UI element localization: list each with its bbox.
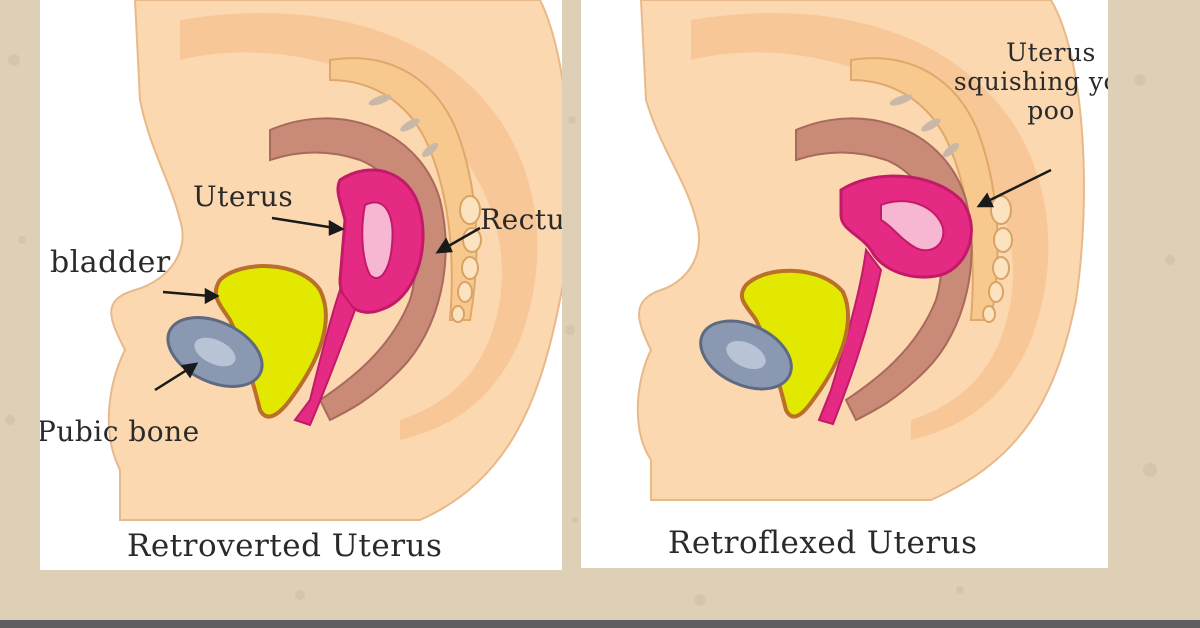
label-rectum: Rectum xyxy=(480,203,562,236)
annotation-line-2: squishing your xyxy=(953,67,1108,96)
uterine-cavity xyxy=(880,200,945,252)
bladder-arrow xyxy=(162,290,211,298)
rectum-arrow xyxy=(444,226,481,250)
vaginal-canal xyxy=(293,287,357,427)
uterine-cavity xyxy=(361,201,394,280)
bottom-border xyxy=(0,620,1200,628)
label-bladder: bladder xyxy=(50,245,171,280)
vaginal-canal xyxy=(817,247,883,426)
squishing-arrow xyxy=(985,168,1052,204)
label-pubic-bone: Pubic bone xyxy=(40,415,200,448)
caption-retroverted: Retroverted Uterus xyxy=(127,528,443,564)
bladder xyxy=(213,264,328,419)
annotation-line-1: Uterus xyxy=(1006,38,1096,67)
retroverted-anatomy-illustration xyxy=(107,0,562,521)
retroverted-diagram-panel: Uterus Rectum bladder Pubic bone Retrove… xyxy=(40,0,562,570)
bladder xyxy=(739,268,851,419)
pubic-bone-arrow xyxy=(154,366,191,392)
annotation-line-3: poo xyxy=(1027,96,1075,125)
retroflexed-anatomy-illustration xyxy=(636,0,1085,501)
caption-retroflexed: Retroflexed Uterus xyxy=(668,525,978,561)
label-uterus: Uterus xyxy=(193,180,294,213)
uterus-arrow xyxy=(271,216,336,230)
annotation-squishing: Uterus squishing your poo xyxy=(951,38,1108,125)
sacrum-spine xyxy=(329,57,478,321)
retroflexed-diagram-panel: Uterus squishing your poo Retroflexed Ut… xyxy=(581,0,1108,568)
